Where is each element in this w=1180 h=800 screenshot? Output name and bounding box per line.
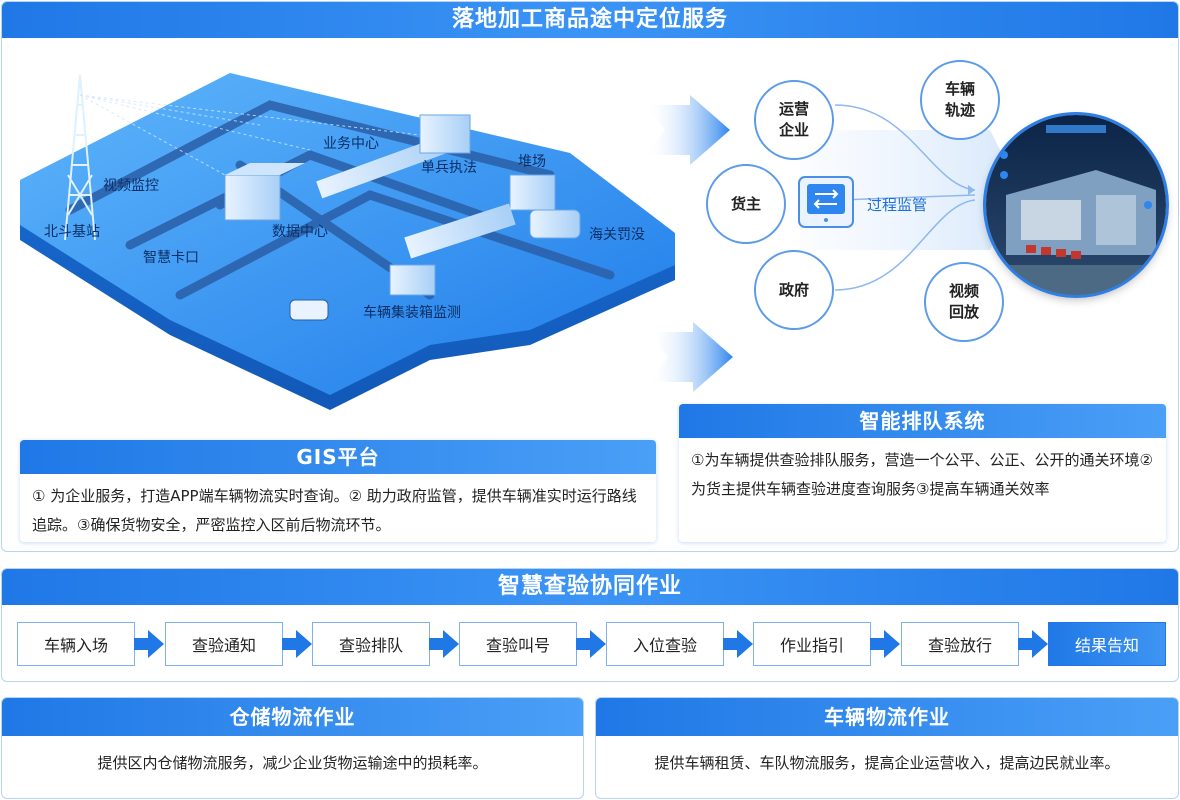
storage-logistics-panel: 仓储物流作业 提供区内仓储物流服务，减少企业货物运输途中的损耗率。 [1, 697, 584, 799]
big-arrow-right-icon [645, 95, 730, 165]
flow-arrow-icon [870, 630, 900, 658]
map-label-container-monitoring: 车辆集装箱监测 [363, 305, 461, 321]
role-government: 政府 [754, 250, 834, 330]
smart-queue-title: 智能排队系统 [679, 404, 1166, 438]
big-arrow-right-icon-2 [648, 322, 733, 392]
monitoring-flow-lines [800, 104, 1020, 291]
beidou-tower-icon [64, 74, 96, 241]
flow-arrow-icon [282, 630, 312, 658]
flow-arrow-icon [723, 630, 753, 658]
flow-step-inspection-call: 查验叫号 [459, 622, 577, 666]
building-group [224, 114, 581, 321]
process-supervision-label: 过程监管 [867, 196, 928, 214]
role-cargo-owner: 货主 [706, 164, 786, 244]
vehicle-logistics-title: 车辆物流作业 [596, 698, 1178, 736]
gis-platform-description: ① 为企业服务，打造APP端车辆物流实时查询。② 助力政府监管，提供车辆准实时运… [32, 487, 637, 534]
role-operating-enterprise-label: 运营 企业 [778, 100, 809, 139]
smart-queue-panel: 智能排队系统 ①为车辆提供查验排队服务，营造一个公平、公正、公开的通关环境②为货… [679, 404, 1166, 542]
map-label-soldier-enforcement: 单兵执法 [421, 160, 477, 176]
flow-step-inspection-queue: 查验排队 [312, 622, 430, 666]
storage-logistics-title: 仓储物流作业 [2, 698, 583, 736]
map-label-customs-confiscation: 海关罚没 [589, 227, 645, 243]
flow-arrow-icon [429, 630, 459, 658]
flow-step-operation-guide: 作业指引 [753, 622, 871, 666]
role-government-label: 政府 [778, 280, 809, 299]
flow-step-inspection-notice: 查验通知 [165, 622, 283, 666]
role-vehicle-track: 车辆 轨迹 [920, 60, 1000, 140]
flow-step-position-inspection: 入位查验 [606, 622, 724, 666]
vehicle-logistics-description: 提供车辆租赁、车队物流服务，提高企业运营收入，提高边民就业率。 [654, 754, 1120, 772]
monitoring-screen-image [986, 115, 1166, 295]
storage-logistics-description: 提供区内仓储物流服务，减少企业货物运输途中的损耗率。 [97, 754, 488, 772]
role-vehicle-track-label: 车辆 轨迹 [944, 80, 975, 119]
flow-step-result-notification: 结果告知 [1048, 622, 1166, 666]
role-video-replay-label: 视频 回放 [948, 282, 979, 321]
inspection-collaboration-title: 智慧查验协同作业 [2, 569, 1178, 605]
flow-arrow-icon [134, 630, 164, 658]
map-label-beidou-station: 北斗基站 [44, 224, 100, 240]
smart-queue-description: ①为车辆提供查验排队服务，营造一个公平、公正、公开的通关环境②为货主提供车辆查验… [691, 451, 1153, 498]
map-label-yard: 堆场 [518, 154, 546, 170]
map-label-smart-gate: 智慧卡口 [143, 250, 199, 266]
flow-step-vehicle-entry: 车辆入场 [17, 622, 135, 666]
flow-arrow-icon [576, 630, 606, 658]
map-label-video-monitoring: 视频监控 [103, 178, 159, 194]
role-operating-enterprise: 运营 企业 [754, 80, 834, 160]
gis-platform-title: GIS平台 [20, 440, 656, 474]
vehicle-logistics-panel: 车辆物流作业 提供车辆租赁、车队物流服务，提高企业运营收入，提高边民就业率。 [595, 697, 1179, 799]
flow-arrow-icon [1018, 630, 1048, 658]
role-video-replay: 视频 回放 [924, 262, 1004, 342]
map-label-data-center: 数据中心 [272, 224, 328, 240]
flow-step-inspection-release: 查验放行 [901, 622, 1019, 666]
positioning-service-title: 落地加工商品途中定位服务 [2, 2, 1178, 38]
role-cargo-owner-label: 货主 [730, 194, 761, 213]
monitor-device-icon [798, 176, 854, 228]
gis-platform-panel: GIS平台 ① 为企业服务，打造APP端车辆物流实时查询。② 助力政府监管，提供… [20, 440, 656, 542]
map-label-business-center: 业务中心 [323, 136, 379, 152]
gis-map-illustration [20, 73, 675, 410]
